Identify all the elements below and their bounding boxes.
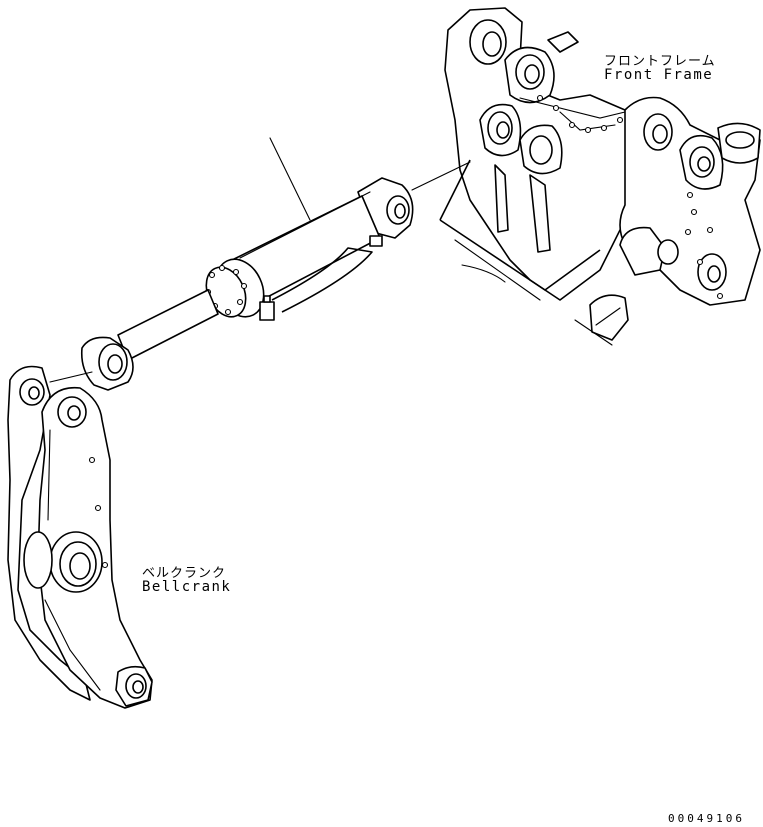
lift-cylinder [49,137,471,391]
front-frame [439,7,761,346]
drawing-number: 00049106 [668,812,745,825]
bellcrank-label-jp: ベルクランク [142,566,227,581]
bellcrank [7,365,153,709]
front-frame-label-jp: フロントフレーム [604,54,716,69]
front-frame-label-en: Front Frame [604,67,714,83]
bellcrank-label-en: Bellcrank [142,579,232,595]
